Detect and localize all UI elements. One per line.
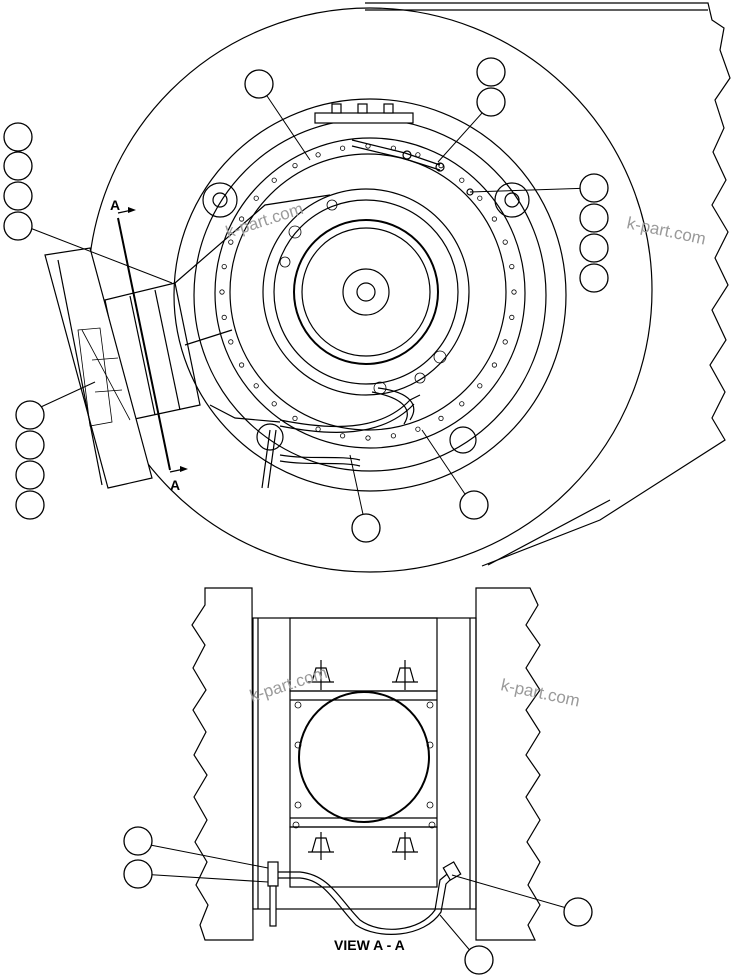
bolt-hole: [253, 195, 259, 201]
ring-5: [262, 188, 470, 396]
section-marker-top: A: [110, 197, 120, 213]
bolt-hole: [502, 339, 508, 345]
watermark: k-part.com: [625, 213, 707, 248]
housing-tangent: [487, 499, 611, 566]
bolt-hole: [390, 433, 396, 439]
bolt-hole: [339, 145, 346, 151]
bolt-hole: [415, 426, 421, 432]
view-label: VIEW A - A: [334, 937, 405, 953]
ring-6: [273, 199, 459, 385]
callout-bubble: [3, 122, 33, 152]
bolt-hole: [438, 415, 444, 421]
callout-bubble: [3, 211, 33, 241]
bolt-hole: [221, 314, 227, 320]
plate-holes: [292, 701, 436, 829]
bolt-hole: [221, 263, 227, 270]
bolt-hole: [502, 239, 508, 245]
section-view: VIEW A - A: [139, 587, 578, 961]
bolt-hole: [239, 216, 245, 222]
callout-bubble: [3, 151, 33, 181]
fan-opening: [298, 691, 430, 823]
callout-bubble: [3, 181, 33, 211]
callout-bubble: [579, 173, 609, 203]
bolt-hole: [477, 195, 483, 201]
callout-bubble: [15, 460, 45, 490]
upper-fitting: [351, 139, 474, 196]
callout-bubble: [123, 859, 153, 889]
callout-bubble: [123, 826, 153, 856]
lower-plate: [289, 826, 438, 888]
frame-outer: [252, 617, 477, 910]
bolt-hole: [459, 401, 465, 407]
hub-outer: [342, 268, 390, 316]
left-guard-panel: [44, 247, 153, 489]
left-track-profile: [191, 587, 254, 941]
bolt-hole: [315, 426, 321, 432]
bolt-hole: [509, 263, 515, 270]
top-view: A A: [29, 2, 731, 573]
section-line-a: [117, 207, 188, 473]
ring-3: [214, 137, 526, 449]
housing-break-edge: [365, 2, 731, 567]
bolt-hole: [271, 401, 277, 407]
callout-bubble: [476, 57, 506, 87]
ring-outer: [173, 98, 567, 492]
callout-bubble: [464, 945, 494, 975]
bolt-hole: [253, 383, 259, 389]
clamps: [308, 660, 418, 860]
bolt-hole: [509, 314, 515, 320]
bolt-hole: [365, 435, 371, 441]
top-bracket: [314, 103, 414, 124]
right-track-profile: [475, 587, 541, 941]
callout-bubble: [579, 263, 609, 293]
bolt-hole: [511, 289, 517, 295]
watermark: k-part.com: [499, 675, 581, 710]
callout-bubble: [563, 897, 593, 927]
callout-bubble: [15, 400, 45, 430]
callout-bubble: [15, 430, 45, 460]
callouts: [3, 57, 609, 975]
middle-plate: [289, 690, 438, 828]
bolt-hole: [239, 362, 245, 368]
bolt-hole: [315, 152, 321, 158]
bolt-hole: [219, 289, 225, 295]
callout-bubble: [244, 69, 274, 99]
bolt-hole: [491, 216, 497, 222]
watermark: k-part.com: [247, 663, 329, 706]
callout-bubble: [351, 513, 381, 543]
hub-inner: [356, 282, 376, 302]
section-hose: [267, 861, 462, 935]
bolt-hole: [292, 163, 298, 169]
callout-bubble: [459, 490, 489, 520]
bolt-hole: [292, 415, 298, 421]
bolt-hole: [459, 177, 465, 183]
bolt-hole: [228, 239, 234, 245]
callout-bubble: [476, 87, 506, 117]
bolt-hole: [477, 383, 483, 389]
bolt-hole: [491, 362, 497, 368]
section-marker-bottom: A: [170, 477, 180, 493]
bolt-circle-holes: [219, 143, 517, 441]
bolt-hole: [228, 339, 234, 345]
ring-7: [293, 219, 439, 365]
callout-bubble: [579, 233, 609, 263]
bolt-hole: [271, 177, 277, 183]
lower-hoses: [261, 387, 421, 489]
ring-8: [301, 227, 431, 357]
bolt-hole: [339, 433, 346, 439]
mounting-lugs: [202, 182, 530, 454]
callout-bubble: [579, 203, 609, 233]
ring-4: [229, 153, 507, 431]
callout-bubble: [15, 490, 45, 520]
ring-2: [193, 118, 547, 472]
